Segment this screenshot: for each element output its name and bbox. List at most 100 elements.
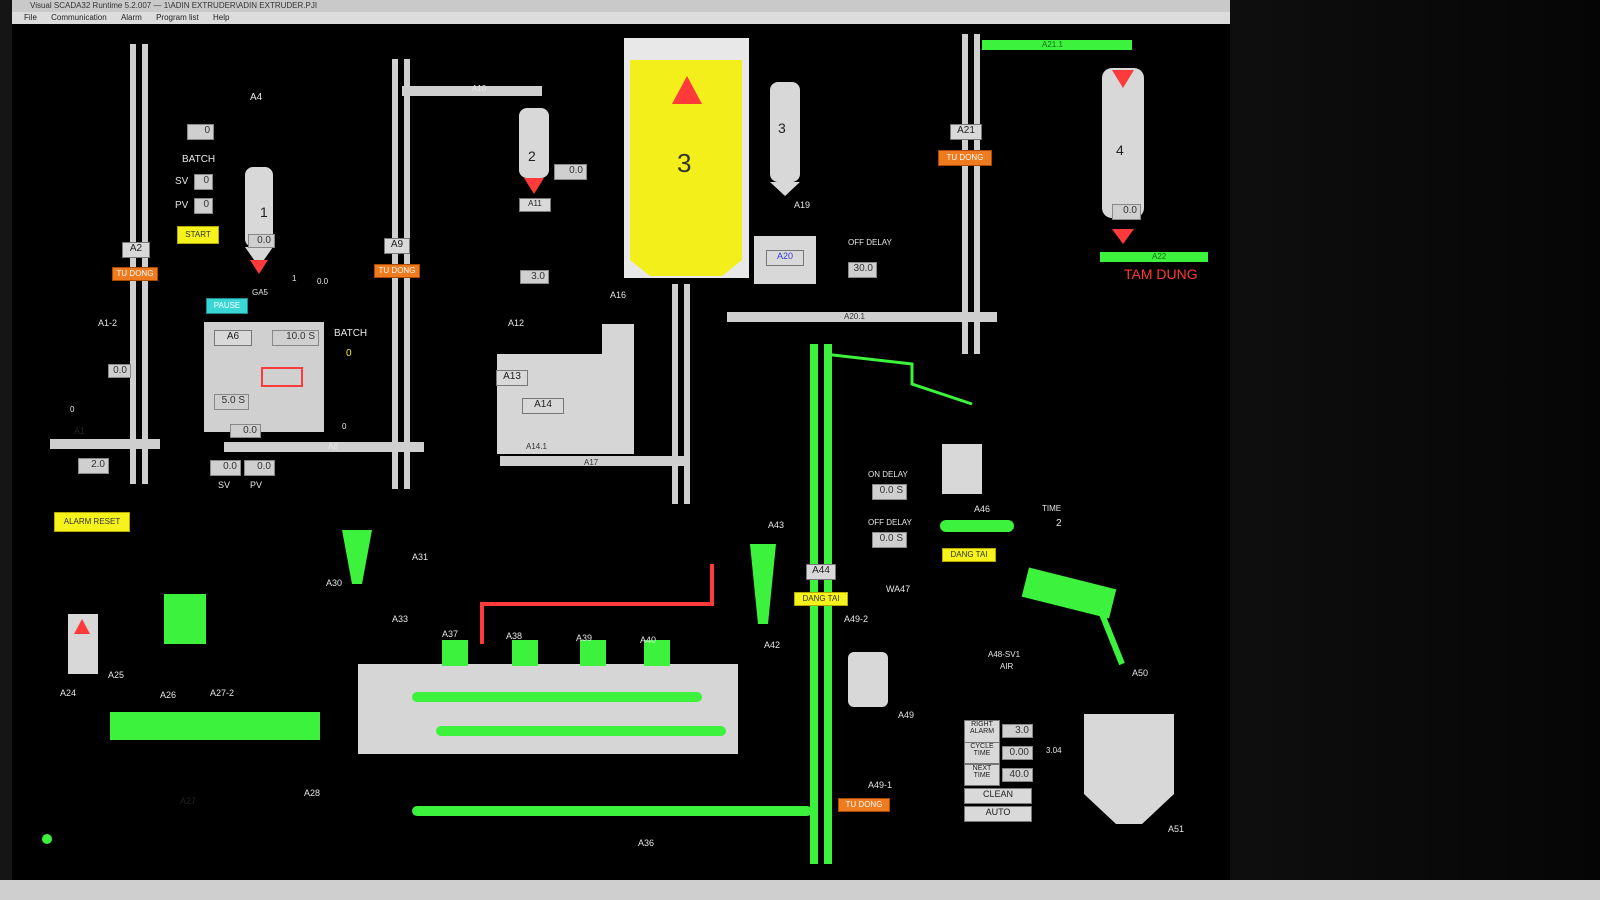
window-titlebar: Visual SCADA32 Runtime 5.2.007 — 1\ADIN … [12,0,1230,12]
next-time-label: NEXT TIME [964,764,1000,786]
window-title: Visual SCADA32 Runtime 5.2.007 — 1\ADIN … [30,1,318,10]
label-a14-1: A14.1 [526,442,547,451]
conveyor-a36 [412,806,812,816]
next-time-value[interactable]: 40.0 [1002,768,1033,782]
label-a4: A4 [250,92,263,103]
time-value: 2 [1056,518,1062,529]
label-a40: A40 [640,635,657,645]
alarm-reset-button[interactable]: ALARM RESET [54,512,130,532]
label-a37: A37 [442,629,459,639]
scada-screen: Visual SCADA32 Runtime 5.2.007 — 1\ADIN … [12,0,1230,880]
label-a16: A16 [610,290,627,300]
process-canvas: A4 0 BATCH SV 0 PV 0 START A2 TU DONG A9… [12,24,1230,880]
label-a21-1: A21.1 [1042,40,1063,49]
bin-1-number: 1 [260,204,268,220]
label-a10: A10 [472,84,487,93]
label-wa47: WA47 [886,584,911,594]
a2-tu-dong-button[interactable]: TU DONG [112,267,158,281]
side-value: 3.04 [1046,746,1062,755]
label-a42: A42 [764,640,781,650]
a6-seconds-2[interactable]: 5.0 S [214,394,249,410]
label-a21: A21 [950,124,982,140]
cycle-time-value[interactable]: 0.00 [1002,746,1033,760]
a6-zero: 0 [342,422,347,431]
a49-tu-dong-button[interactable]: TU DONG [838,798,890,812]
bin-1-value: 0.0 [248,234,275,248]
a12-value: 3.0 [520,270,549,284]
label-a2: A2 [122,242,150,258]
label-a43: A43 [768,520,785,530]
a1-value: 0.0 [108,364,131,378]
a20-off-delay-value[interactable]: 30.0 [848,262,877,278]
monitor-bottom-edge [0,880,1600,900]
label-a8: A8 [328,442,338,451]
bin-4-value: 0.0 [1112,204,1141,220]
label-a22: A22 [1152,252,1167,261]
a6-seconds[interactable]: 10.0 S [272,330,319,346]
menu-help[interactable]: Help [212,13,230,22]
batch-sv-value[interactable]: 0 [194,174,213,190]
a21-tu-dong-button[interactable]: TU DONG [938,150,992,166]
label-a27: A27 [180,796,197,806]
label-a39: A39 [576,633,593,643]
off-delay-value[interactable]: 0.0 S [872,532,907,548]
menu-program-list[interactable]: Program list [156,13,199,22]
menu-file[interactable]: File [24,13,37,22]
label-a38: A38 [506,631,523,641]
label-a17: A17 [584,458,599,467]
label-a1-2: A1-2 [98,318,118,328]
batch-pv-value: 0 [194,198,213,214]
batch-label: BATCH [182,154,216,165]
bin-2-value: 0.0 [554,164,587,180]
label-a49-1: A49-1 [868,780,893,790]
elevator-a21 [962,34,968,354]
label-a1: A1 [74,426,86,436]
a6-batch-value: 0 [346,348,352,359]
a1-zero: 0 [70,405,75,414]
a44-dang-tai-button[interactable]: DANG TAI [794,592,848,606]
label-a51: A51 [1168,824,1185,834]
a46-dang-tai-button[interactable]: DANG TAI [942,548,996,562]
label-a49: A49 [898,710,915,720]
label-a30: A30 [326,578,343,588]
a8-pv-label: PV [250,480,263,490]
a20-off-delay-label: OFF DELAY [848,238,892,247]
extruder-a28 [110,712,320,740]
label-a24: A24 [60,688,77,698]
label-a46: A46 [974,504,991,514]
label-ga5: GA5 [252,288,269,297]
a4-count: 0 [187,124,214,140]
label-a44: A44 [806,564,836,580]
label-a20: A20 [766,250,804,266]
tam-dung-status: TAM DUNG [1124,266,1198,282]
conveyor-a20-1 [727,312,997,322]
clean-button[interactable]: CLEAN [964,788,1032,804]
label-a9: A9 [384,238,410,254]
pause-button[interactable]: PAUSE [206,298,248,314]
on-delay-value[interactable]: 0.0 S [872,484,907,500]
menu-alarm[interactable]: Alarm [120,13,142,22]
a9-tu-dong-button[interactable]: TU DONG [374,264,420,278]
label-a48-sv1: A48-SV1 [988,650,1021,659]
auto-button[interactable]: AUTO [964,806,1032,822]
bin-2-number: 2 [528,148,536,164]
a8-sv-label: SV [218,480,231,490]
off-delay-label: OFF DELAY [868,518,912,527]
label-a6: A6 [214,330,252,346]
menu-communication[interactable]: Communication [51,13,107,22]
on-delay-label: ON DELAY [868,470,908,479]
ga5-small: 0.0 [317,277,329,286]
conveyor-a1 [50,439,160,449]
time-label: TIME [1042,504,1062,513]
a8-sv-value[interactable]: 0.0 [210,460,241,476]
ga5-one: 1 [292,274,297,283]
label-a28: A28 [304,788,321,798]
sv-label: SV [175,176,189,187]
right-alarm-value[interactable]: 3.0 [1002,724,1033,738]
bin-4-number: 4 [1116,142,1124,158]
start-button[interactable]: START [177,226,219,244]
pv-label: PV [175,200,189,211]
label-a20-1: A20.1 [844,312,865,321]
dryer-body [358,664,738,754]
menu-bar: File Communication Alarm Program list He… [12,12,1230,24]
